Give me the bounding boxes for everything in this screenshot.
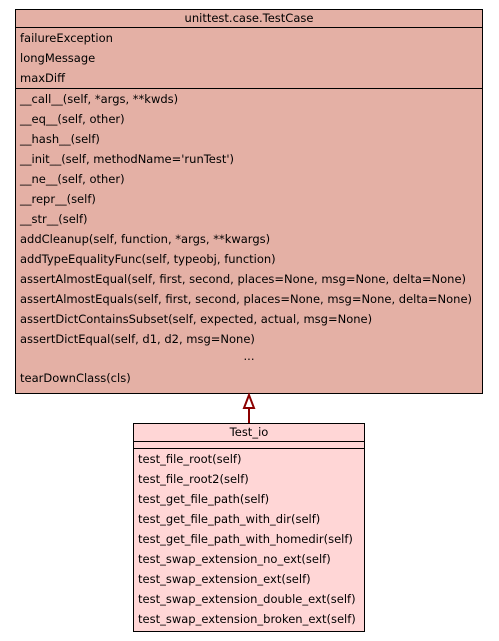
method-item: addCleanup(self, function, *args, **kwar… [20,232,271,246]
attribute-item: longMessage [20,51,96,65]
derived-class-name: Test_io [134,424,364,442]
method-item: __str__(self) [20,212,88,226]
methods-ellipsis: ... [243,349,255,363]
method-item: addTypeEqualityFunc(self, typeobj, funct… [20,252,276,266]
method-item: __repr__(self) [20,192,96,206]
method-item: test_swap_extension_broken_ext(self) [138,612,356,626]
method-item: __eq__(self, other) [20,112,125,126]
method-item: __hash__(self) [20,132,100,146]
method-item: assertAlmostEqual(self, first, second, p… [20,272,467,286]
attribute-item: failureException [20,31,113,45]
inheritance-arrowhead [242,392,256,409]
base-class-name: unittest.case.TestCase [16,10,482,28]
method-item: assertDictContainsSubset(self, expected,… [20,312,373,326]
method-item: test_swap_extension_no_ext(self) [138,552,331,566]
base-class-methods: __call__(self, *args, **kwds) __eq__(sel… [16,89,482,388]
method-item: __call__(self, *args, **kwds) [20,92,179,106]
base-class-attributes: failureException longMessage maxDiff [16,28,482,89]
method-item: test_file_root2(self) [138,472,249,486]
method-item: __init__(self, methodName='runTest') [20,152,235,166]
derived-class-attributes [134,442,364,449]
method-item: test_get_file_path_with_homedir(self) [138,532,353,546]
method-item: test_swap_extension_ext(self) [138,572,311,586]
attribute-item: maxDiff [20,71,66,85]
method-item: tearDownClass(cls) [20,371,131,385]
method-item: test_get_file_path(self) [138,492,270,506]
base-class-box: unittest.case.TestCase failureException … [15,9,483,394]
method-item: test_get_file_path_with_dir(self) [138,512,321,526]
method-item: test_file_root(self) [138,452,242,466]
method-item: __ne__(self, other) [20,172,125,186]
method-item: assertAlmostEquals(self, first, second, … [20,292,473,306]
method-item: assertDictEqual(self, d1, d2, msg=None) [20,332,255,346]
derived-class-box: Test_io test_file_root(self) test_file_r… [133,423,365,632]
derived-class-methods: test_file_root(self) test_file_root2(sel… [134,449,364,629]
method-item: test_swap_extension_double_ext(self) [138,592,356,606]
